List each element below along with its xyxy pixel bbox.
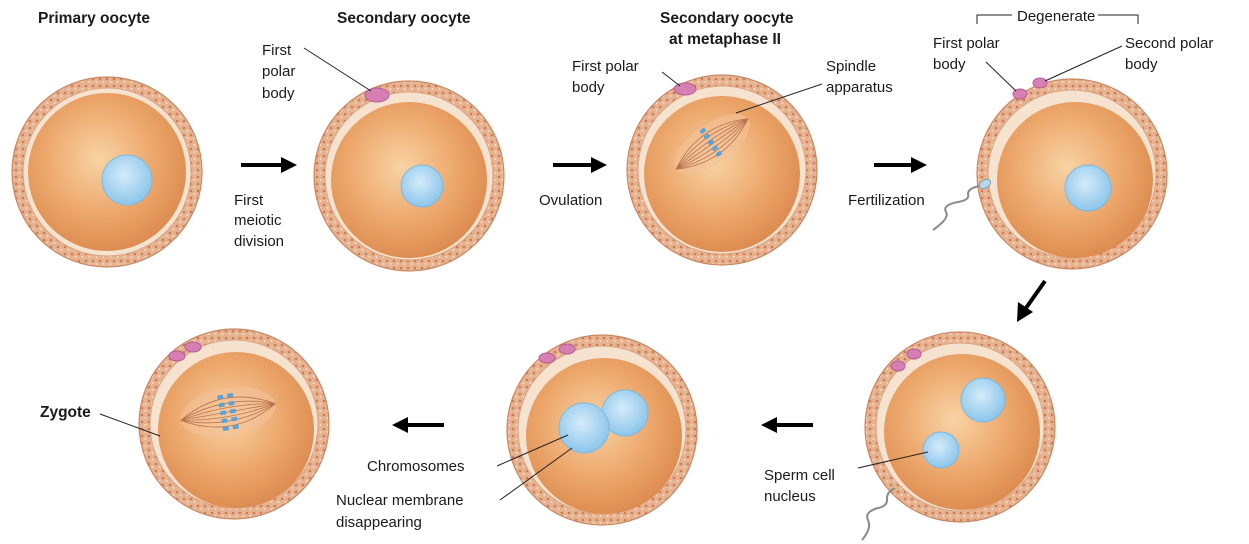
step-first-meiotic-1: First <box>234 192 264 209</box>
cell-membrane-disappearing <box>507 335 697 525</box>
label-first-polar-body-a-3: body <box>262 85 295 102</box>
arrow-first-meiotic <box>241 157 297 173</box>
nucleus <box>1065 165 1111 211</box>
label-chromosomes: Chromosomes <box>367 458 465 475</box>
label-sperm-nucleus-2: nucleus <box>764 488 816 505</box>
arrow-diagonal-down <box>1017 281 1045 322</box>
leader-first-polar-b <box>662 72 680 86</box>
label-membrane-1: Nuclear membrane <box>336 492 464 509</box>
first-polar-body <box>674 83 696 95</box>
second-polar-body <box>1033 78 1047 88</box>
nucleus <box>102 155 152 205</box>
cell-secondary-oocyte <box>314 81 504 271</box>
label-membrane-2: disappearing <box>336 514 422 531</box>
sperm-tail <box>862 488 895 540</box>
second-polar-body <box>559 344 575 354</box>
first-polar-body <box>539 353 555 363</box>
label-first-polar-body-c-1: First polar <box>933 35 1000 52</box>
cell-pronuclei <box>862 332 1055 540</box>
female-pronucleus <box>961 378 1005 422</box>
title-primary-oocyte: Primary oocyte <box>38 10 150 27</box>
arrow-left-2 <box>761 417 813 433</box>
label-first-polar-body-a-2: polar <box>262 63 295 80</box>
pronucleus-2 <box>559 403 609 453</box>
first-polar-body <box>891 361 905 371</box>
sperm-cell-nucleus <box>923 432 959 468</box>
nucleus <box>401 165 443 207</box>
label-first-polar-body-c-2: body <box>933 56 966 73</box>
label-sperm-nucleus-1: Sperm cell <box>764 467 835 484</box>
arrow-fertilization <box>874 157 927 173</box>
title-metaphase-1: Secondary oocyte <box>660 10 794 27</box>
label-first-polar-body-a-1: First <box>262 42 292 59</box>
cell-zygote <box>139 329 329 519</box>
leader-first-polar-a <box>304 48 371 91</box>
cell-primary-oocyte <box>12 77 202 267</box>
title-secondary-oocyte: Secondary oocyte <box>337 10 471 27</box>
first-polar-body <box>365 88 389 102</box>
step-first-meiotic-3: division <box>234 233 284 250</box>
step-first-meiotic-2: meiotic <box>234 212 282 229</box>
label-second-polar-1: Second polar <box>1125 35 1213 52</box>
label-first-polar-body-b-1: First polar <box>572 58 639 75</box>
title-metaphase-2: at metaphase II <box>669 31 781 48</box>
label-spindle-1: Spindle <box>826 58 876 75</box>
step-fertilization: Fertilization <box>848 192 925 209</box>
label-second-polar-2: body <box>1125 56 1158 73</box>
leader-second-polar <box>1045 46 1122 81</box>
label-first-polar-body-b-2: body <box>572 79 605 96</box>
label-degenerate: Degenerate <box>1017 8 1095 25</box>
cell-fertilization <box>933 78 1167 269</box>
second-polar-body <box>907 349 921 359</box>
second-polar-body <box>185 342 201 352</box>
title-zygote: Zygote <box>40 404 91 421</box>
step-ovulation: Ovulation <box>539 192 602 209</box>
label-spindle-2: apparatus <box>826 79 893 96</box>
cell-metaphase-ii <box>627 75 817 265</box>
leader-first-polar-c <box>986 62 1016 91</box>
first-polar-body <box>169 351 185 361</box>
arrow-ovulation <box>553 157 607 173</box>
arrow-left-1 <box>392 417 444 433</box>
cytoplasm <box>884 354 1040 510</box>
